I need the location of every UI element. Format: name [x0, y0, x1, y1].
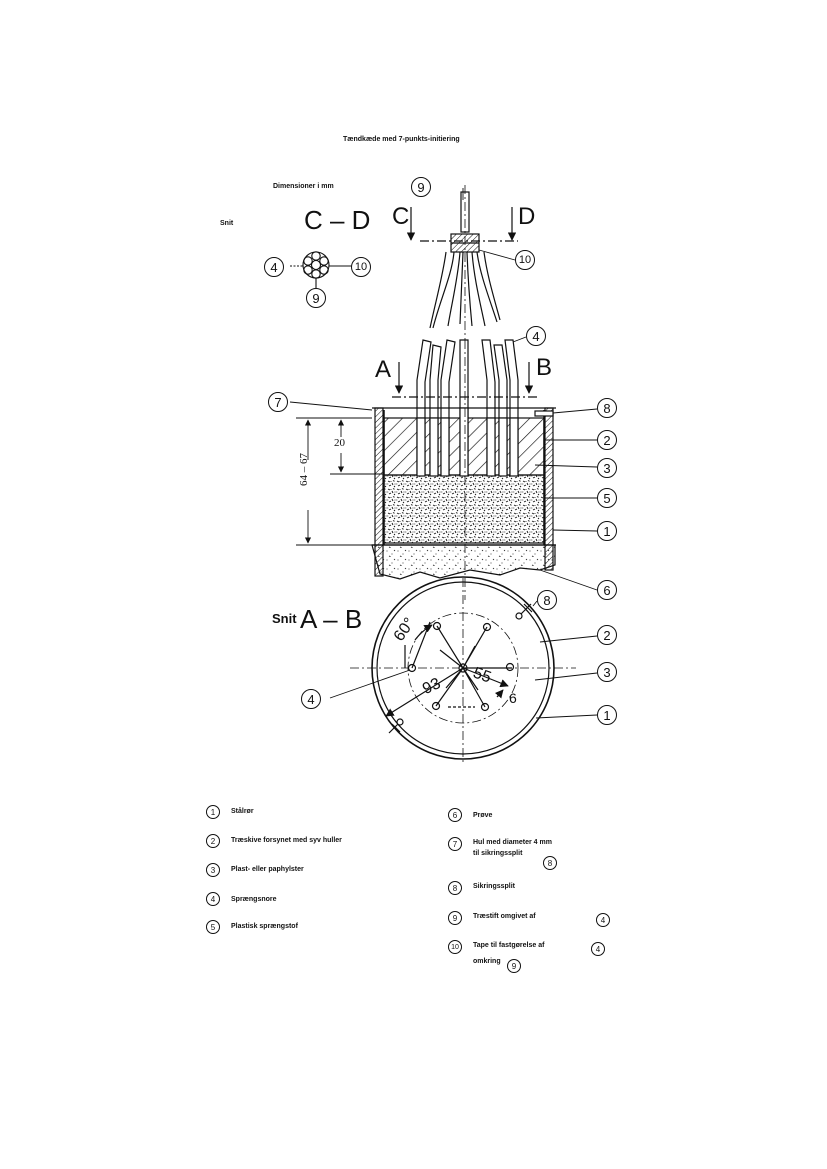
legend-text-7: Hul med diameter 4 mm — [473, 839, 552, 846]
legend-num-1: 1 — [206, 805, 220, 819]
legend-num-2: 2 — [206, 834, 220, 848]
section-ab-label: A – B — [300, 604, 363, 634]
legend-text-6: Prøve — [473, 812, 493, 819]
legend-num-5: 5 — [206, 920, 220, 934]
callout-4-circle: 4 — [301, 689, 321, 709]
callout-7: 7 — [268, 392, 288, 412]
legend-num-4: 4 — [206, 892, 220, 906]
callout-8-circle: 8 — [537, 590, 557, 610]
callout-4-cords: 4 — [526, 326, 546, 346]
callout-1-tube: 1 — [597, 521, 617, 541]
dimension-lines — [296, 417, 384, 546]
legend-num-7: 7 — [448, 837, 462, 851]
legend-num-3: 3 — [206, 863, 220, 877]
cut-letter-d: D — [518, 203, 536, 230]
cut-letter-b: B — [536, 354, 553, 381]
diagram-title: Tændkæde med 7-punkts-initiering — [343, 136, 460, 143]
cut-letter-a: A — [375, 356, 392, 383]
callout-4-bundle: 4 — [264, 257, 284, 277]
dimensions-note: Dimensioner i mm — [273, 183, 334, 190]
legend-text-4: Sprængsnore — [231, 896, 277, 903]
leader-lines — [289, 188, 598, 719]
legend-ref-10: 4 — [591, 942, 605, 956]
bundle-cross-section — [290, 251, 351, 288]
legend-text-7b: til sikringssplit — [473, 850, 523, 857]
callout-10: 10 — [515, 250, 535, 270]
callout-2-circle: 2 — [597, 625, 617, 645]
legend-ref-9: 4 — [596, 913, 610, 927]
legend-num-8: 8 — [448, 881, 462, 895]
legend-text-9: Træstift omgivet af — [473, 913, 536, 920]
callout-1-circle: 1 — [597, 705, 617, 725]
dim-64-67: 64 – 67 — [298, 453, 310, 486]
legend-text-10: Tape til fastgørelse af — [473, 942, 545, 949]
legend-text-10b: omkring — [473, 958, 501, 965]
legend-text-5: Plastisk sprængstof — [231, 923, 298, 930]
section-cd-label: C – D — [304, 205, 371, 235]
circular-section-ab — [350, 576, 576, 765]
legend-text-2: Træskive forsynet med syv huller — [231, 837, 342, 844]
dim-20: 20 — [334, 437, 345, 449]
callout-8-tube: 8 — [597, 398, 617, 418]
dim-6: 6 — [509, 690, 517, 706]
callout-3-circle: 3 — [597, 662, 617, 682]
section-ab-prefix: Snit — [272, 611, 297, 626]
callout-9: 9 — [411, 177, 431, 197]
callout-5-tube: 5 — [597, 488, 617, 508]
callout-9-bundle: 9 — [306, 288, 326, 308]
legend-num-6: 6 — [448, 808, 462, 822]
callout-10-bundle: 10 — [351, 257, 371, 277]
legend-ref-7: 8 — [543, 856, 557, 870]
legend-num-9: 9 — [448, 911, 462, 925]
legend-text-1: Stålrør — [231, 808, 254, 815]
callout-2-tube: 2 — [597, 430, 617, 450]
callout-3-tube: 3 — [597, 458, 617, 478]
cut-plane-ab — [392, 362, 540, 398]
steel-tube-section — [371, 340, 556, 600]
cut-letter-c: C — [392, 203, 410, 230]
legend-text-3: Plast- eller paphylster — [231, 866, 304, 873]
section-cd-prefix: Snit — [220, 220, 234, 227]
legend-num-10: 10 — [448, 940, 462, 954]
legend-text-8: Sikringssplit — [473, 883, 516, 890]
callout-6: 6 — [597, 580, 617, 600]
legend-ref-10b: 9 — [507, 959, 521, 973]
cord-bundle-top — [406, 185, 518, 340]
